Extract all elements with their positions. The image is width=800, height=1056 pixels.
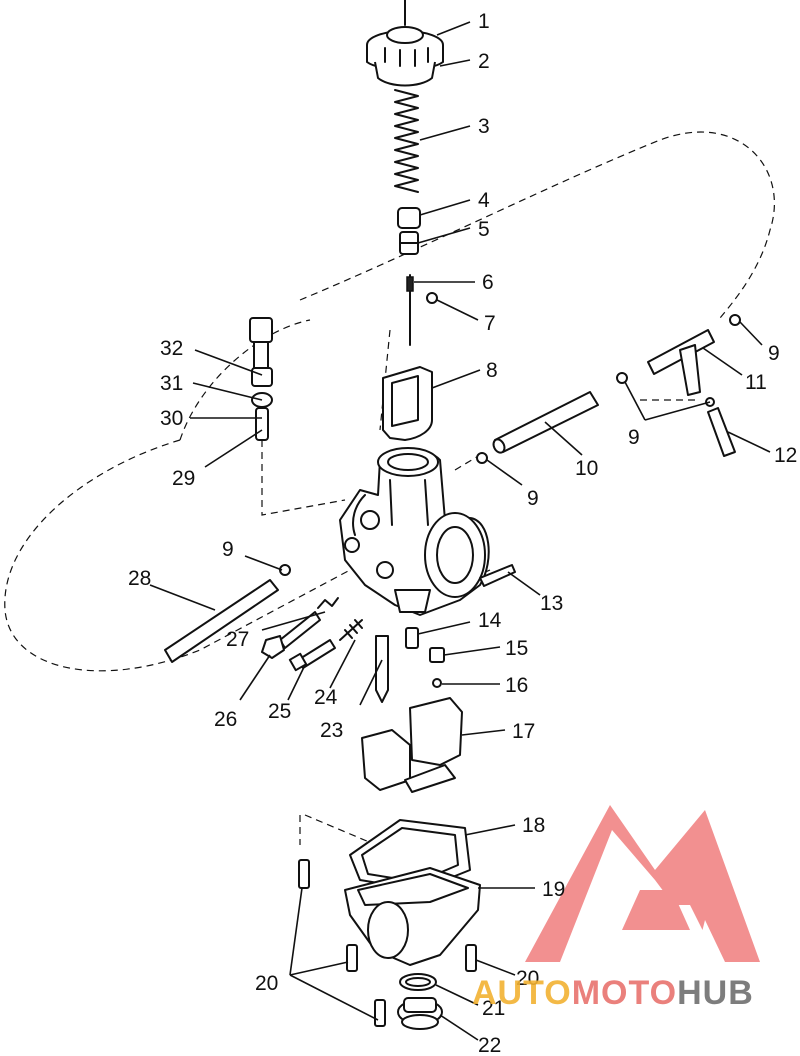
watermark-logo (525, 805, 760, 962)
part-throttle-slide (382, 366, 433, 441)
callout-4: 4 (478, 189, 490, 212)
callout-12: 12 (774, 444, 797, 467)
watermark-text: AUTOMOTOHUB (472, 974, 754, 1012)
callout-20-right: 20 (516, 967, 539, 990)
part-needle-holder (397, 207, 421, 255)
part-cap (366, 0, 444, 87)
part-jets (405, 627, 445, 688)
part-hose-clamps (279, 314, 741, 576)
callout-7: 7 (484, 312, 496, 335)
callout-14: 14 (478, 609, 502, 632)
callout-9-body: 9 (527, 487, 539, 510)
watermark-triangle (525, 805, 760, 962)
callout-20-left: 20 (255, 972, 278, 995)
callout-29: 29 (172, 467, 195, 490)
watermark-word-hub: HUB (677, 974, 754, 1012)
part-bowl-screws (298, 859, 477, 1027)
leader-lines (149, 21, 771, 1041)
callout-1: 1 (478, 10, 490, 33)
part-vent-hose (492, 391, 599, 454)
callout-19: 19 (542, 878, 565, 901)
svg-text:AUTOMOTOHUB: AUTOMOTOHUB (472, 974, 754, 1012)
part-adjuster-screws (261, 597, 389, 703)
callout-23: 23 (320, 719, 343, 742)
part-vent-tube (707, 407, 736, 457)
part-float (361, 697, 463, 793)
part-overflow-hose (164, 579, 279, 663)
callout-11: 11 (745, 371, 767, 394)
callout-10: 10 (575, 457, 598, 480)
part-float-bowl (344, 867, 481, 966)
watermark-word-moto: MOTO (572, 974, 677, 1012)
callout-22: 22 (478, 1034, 501, 1056)
callout-5: 5 (478, 218, 490, 241)
callout-9-left: 9 (222, 538, 234, 561)
part-carburetor-body (339, 447, 490, 616)
callout-21: 21 (482, 997, 505, 1020)
callout-9-right: 9 (768, 342, 780, 365)
callout-6: 6 (482, 271, 494, 294)
part-spring (394, 89, 419, 193)
callout-16: 16 (505, 674, 528, 697)
part-drain-plug (397, 973, 443, 1030)
callout-2: 2 (478, 50, 490, 73)
callout-9-tee: 9 (628, 426, 640, 449)
callout-25: 25 (268, 700, 291, 723)
callout-32: 32 (160, 337, 183, 360)
callout-27: 27 (226, 628, 249, 651)
callout-17: 17 (512, 720, 535, 743)
callout-26: 26 (214, 708, 237, 731)
callout-31: 31 (160, 372, 183, 395)
callout-labels: 1 2 3 4 5 6 7 8 9 9 9 9 10 11 12 13 14 1… (128, 10, 797, 1056)
watermark-word-auto: AUTO (472, 974, 572, 1012)
part-t-fitting (647, 329, 715, 396)
callout-13: 13 (540, 592, 563, 615)
part-jet-needle (406, 274, 438, 346)
callout-24: 24 (314, 686, 338, 709)
part-adjust-screw (479, 564, 516, 587)
callout-30: 30 (160, 407, 183, 430)
part-choke-plunger (249, 317, 273, 441)
callout-28: 28 (128, 567, 151, 590)
callout-3: 3 (478, 115, 490, 138)
callout-18: 18 (522, 814, 545, 837)
callout-8: 8 (486, 359, 498, 382)
callout-15: 15 (505, 637, 528, 660)
